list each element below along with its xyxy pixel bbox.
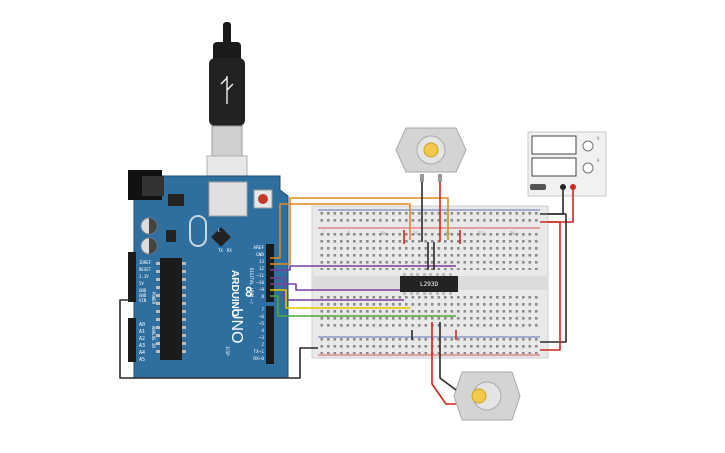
wire-black[interactable] xyxy=(439,322,457,391)
brand-text: ARDUINO xyxy=(229,270,240,317)
arduino-brand: ARDUINO ∞ UNO xyxy=(228,270,257,344)
power-rail-top[interactable] xyxy=(318,210,540,226)
power-pin-label: 3.3V xyxy=(139,274,149,279)
power-title: POWER xyxy=(151,292,156,305)
wire-black[interactable] xyxy=(540,213,567,343)
digital-pin-label: ~10 xyxy=(256,280,264,286)
digital-pin-label: RX←0 xyxy=(253,356,264,362)
dc-motor-bottom[interactable] xyxy=(453,371,521,421)
digital-pin-label: 12 xyxy=(259,266,265,272)
wire-red[interactable] xyxy=(431,322,456,405)
led-label: TX xyxy=(218,248,223,253)
power-pin-label: IOREF xyxy=(139,260,152,265)
wire-orange[interactable] xyxy=(270,197,449,265)
motor-shaft-icon xyxy=(471,388,487,404)
column-label: 30 xyxy=(510,231,515,236)
digital-pin-label: 13 xyxy=(259,259,265,265)
column-label: 1 xyxy=(322,231,325,236)
voltage-display xyxy=(531,135,577,155)
column-label: 25 xyxy=(478,231,483,236)
digital-pin-label: TX→1 xyxy=(253,349,264,355)
led-label: RX xyxy=(227,248,232,253)
analog-title: ANALOG IN xyxy=(151,326,156,348)
usb-cable xyxy=(206,22,248,197)
usb-icon xyxy=(220,76,234,104)
digital-pin-label: 2 xyxy=(261,342,264,348)
digital-pin-label: ~6 xyxy=(259,314,265,320)
crystal xyxy=(189,215,207,247)
voltage-knob[interactable] xyxy=(582,140,594,152)
chip-label: L293D xyxy=(420,281,438,288)
wire-black[interactable] xyxy=(119,299,318,379)
positive-terminal[interactable] xyxy=(570,184,576,190)
motor-shaft-icon xyxy=(423,142,439,158)
negative-terminal[interactable] xyxy=(560,184,566,190)
wire-purple[interactable] xyxy=(270,283,400,291)
digital-pin-label: ~3 xyxy=(259,335,265,341)
analog-pin-label: A3 xyxy=(139,343,145,349)
terminal-rows-bottom[interactable] xyxy=(318,292,540,330)
atmega-chip xyxy=(160,258,182,360)
power-pin-label: VIN xyxy=(139,298,147,303)
wire-purple[interactable] xyxy=(270,265,456,271)
digital-pin-label: ~9 xyxy=(259,287,265,293)
power-pin-label: RESET xyxy=(139,267,152,272)
digital-pin-label: 8 xyxy=(261,294,264,300)
analog-header xyxy=(128,318,136,362)
analog-pin-label: A2 xyxy=(139,336,145,342)
digital-pin-label: 4 xyxy=(261,328,264,334)
arduino-uno-board[interactable]: TX RX L IOREF RESET 3.3V 5V GND GND VIN xyxy=(128,170,289,379)
l293d-chip[interactable] xyxy=(400,276,458,292)
logo-icon: ∞ xyxy=(240,286,257,297)
volt-label: V xyxy=(597,136,600,141)
power-pin-label: 5V xyxy=(139,281,144,286)
terminal-rows-top[interactable] xyxy=(318,232,540,270)
analog-pin-label: A0 xyxy=(139,322,145,328)
wires xyxy=(119,182,574,405)
digital-title: DIGITAL (PWM ~) xyxy=(249,268,254,304)
dc-motor-top[interactable] xyxy=(395,127,467,182)
led-label: L xyxy=(218,228,221,233)
wire-purple[interactable] xyxy=(270,277,404,301)
digital-header-high xyxy=(266,244,274,302)
current-knob[interactable] xyxy=(582,162,594,174)
digital-pin-label: GND xyxy=(256,252,264,258)
digital-pin-label: ~5 xyxy=(259,321,265,327)
digital-pin-label: ~11 xyxy=(256,273,264,279)
analog-pin-label: A4 xyxy=(139,350,145,356)
power-rail-bottom[interactable] xyxy=(318,338,540,354)
usb-port xyxy=(208,181,248,217)
power-header xyxy=(128,252,136,302)
digital-pin-label: 7 xyxy=(261,307,264,313)
power-supply[interactable]: V A xyxy=(527,131,607,197)
amp-label: A xyxy=(597,158,600,163)
wire-orange[interactable] xyxy=(270,203,411,259)
digital-header-low xyxy=(266,306,274,364)
model-text: UNO xyxy=(228,308,245,344)
column-label: 5 xyxy=(348,231,351,236)
icsp-label: ICSP xyxy=(225,346,230,356)
digital-pin-label: AREF xyxy=(253,245,264,251)
wire-red[interactable] xyxy=(540,221,561,351)
wire-yellow[interactable] xyxy=(270,289,410,309)
wire-green[interactable] xyxy=(270,295,456,317)
column-label: 10 xyxy=(380,231,385,236)
current-display xyxy=(531,157,577,177)
analog-pin-label: A1 xyxy=(139,329,145,335)
column-label: 15 xyxy=(413,231,418,236)
analog-pin-label: A5 xyxy=(139,357,145,363)
breadboard[interactable]: 1 5 10 15 20 25 30 L293D xyxy=(311,205,549,359)
power-pin-label: GND xyxy=(139,288,147,293)
power-switch[interactable] xyxy=(530,184,546,190)
reset-button[interactable] xyxy=(258,194,268,204)
power-pin-label: GND xyxy=(139,293,147,298)
